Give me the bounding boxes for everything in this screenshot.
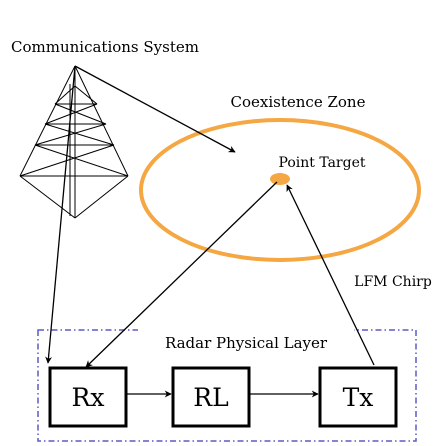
point-target-label: Point Target <box>278 155 365 171</box>
communications-tower-icon <box>19 65 129 219</box>
tower-to-zone-arrow <box>74 65 236 153</box>
coexistence-zone-label: Coexistence Zone <box>231 93 366 111</box>
radar-layer-label-background <box>138 328 354 354</box>
rx-block <box>48 366 128 428</box>
tx-to-target-arrow <box>286 184 375 366</box>
tx-block-label: Tx <box>343 383 374 412</box>
point-target-dot <box>270 173 290 185</box>
target-to-rx-arrow <box>85 181 278 368</box>
coexistence-zone-ellipse <box>139 118 421 262</box>
tx-block <box>318 366 398 428</box>
communications-system-label: Communications System <box>11 38 199 56</box>
radar-physical-layer-label: Radar Physical Layer <box>165 334 328 352</box>
rl-block-label: RL <box>193 383 228 412</box>
rx-block-label: Rx <box>72 383 105 412</box>
tower-to-rx-arrow <box>45 65 76 364</box>
rl-block <box>171 366 251 428</box>
lfm-chirp-label: LFM Chirp <box>354 274 432 290</box>
